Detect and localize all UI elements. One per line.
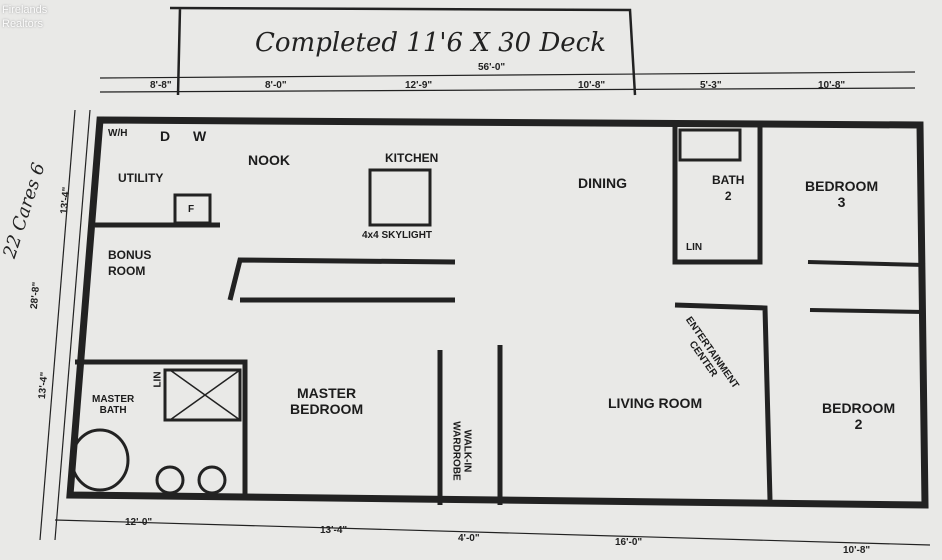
dim-bottom: 16'-0" xyxy=(615,537,643,548)
room-nook: NOOK xyxy=(248,152,290,168)
dim-left: 13'-4" xyxy=(36,371,51,400)
walk-in-wardrobe: WALK-IN WARDROBE xyxy=(450,421,473,481)
skylight-label: 4x4 SKYLIGHT xyxy=(362,230,433,241)
room-bedroom-3: BEDROOM 3 xyxy=(805,178,879,210)
deck-note: Completed 11'6 X 30 Deck xyxy=(255,28,606,58)
dim-top: 8'-8" xyxy=(150,80,172,91)
water-heater-label: W/H xyxy=(108,128,128,139)
room-kitchen: KITCHEN xyxy=(385,151,439,165)
linen-closet: LIN xyxy=(152,371,164,388)
dim-top: 10'-8" xyxy=(578,80,606,91)
room-dining: DINING xyxy=(578,175,627,191)
room-master-bath: MASTER BATH xyxy=(92,394,135,416)
room-bonus: BONUS ROOM xyxy=(108,248,152,278)
dim-top: 12'-9" xyxy=(405,80,433,91)
dim-bottom: 10'-8" xyxy=(843,545,871,556)
dim-top-total: 56'-0" xyxy=(478,62,506,73)
room-living: LIVING ROOM xyxy=(608,395,703,411)
washer-label: W xyxy=(193,128,207,144)
dim-left: 28'-8" xyxy=(28,281,43,310)
dim-top: 5'-3" xyxy=(700,80,722,91)
dim-top: 8'-0" xyxy=(265,80,287,91)
dim-bottom: 12'-0" xyxy=(125,517,153,528)
dim-top: 10'-8" xyxy=(818,80,846,91)
dim-bottom: 13'-4" xyxy=(320,525,348,536)
linen-closet-2: LIN xyxy=(686,242,703,253)
room-master-bedroom: MASTER BEDROOM xyxy=(290,385,364,417)
room-bedroom-2: BEDROOM 2 xyxy=(822,400,896,432)
dryer-label: D xyxy=(160,128,171,144)
room-bath-2: BATH 2 xyxy=(712,173,745,203)
dim-left: 13'-4" xyxy=(58,186,73,215)
room-utility: UTILITY xyxy=(118,171,164,185)
furnace-label: F xyxy=(188,204,195,215)
dim-bottom: 4'-0" xyxy=(458,533,480,544)
